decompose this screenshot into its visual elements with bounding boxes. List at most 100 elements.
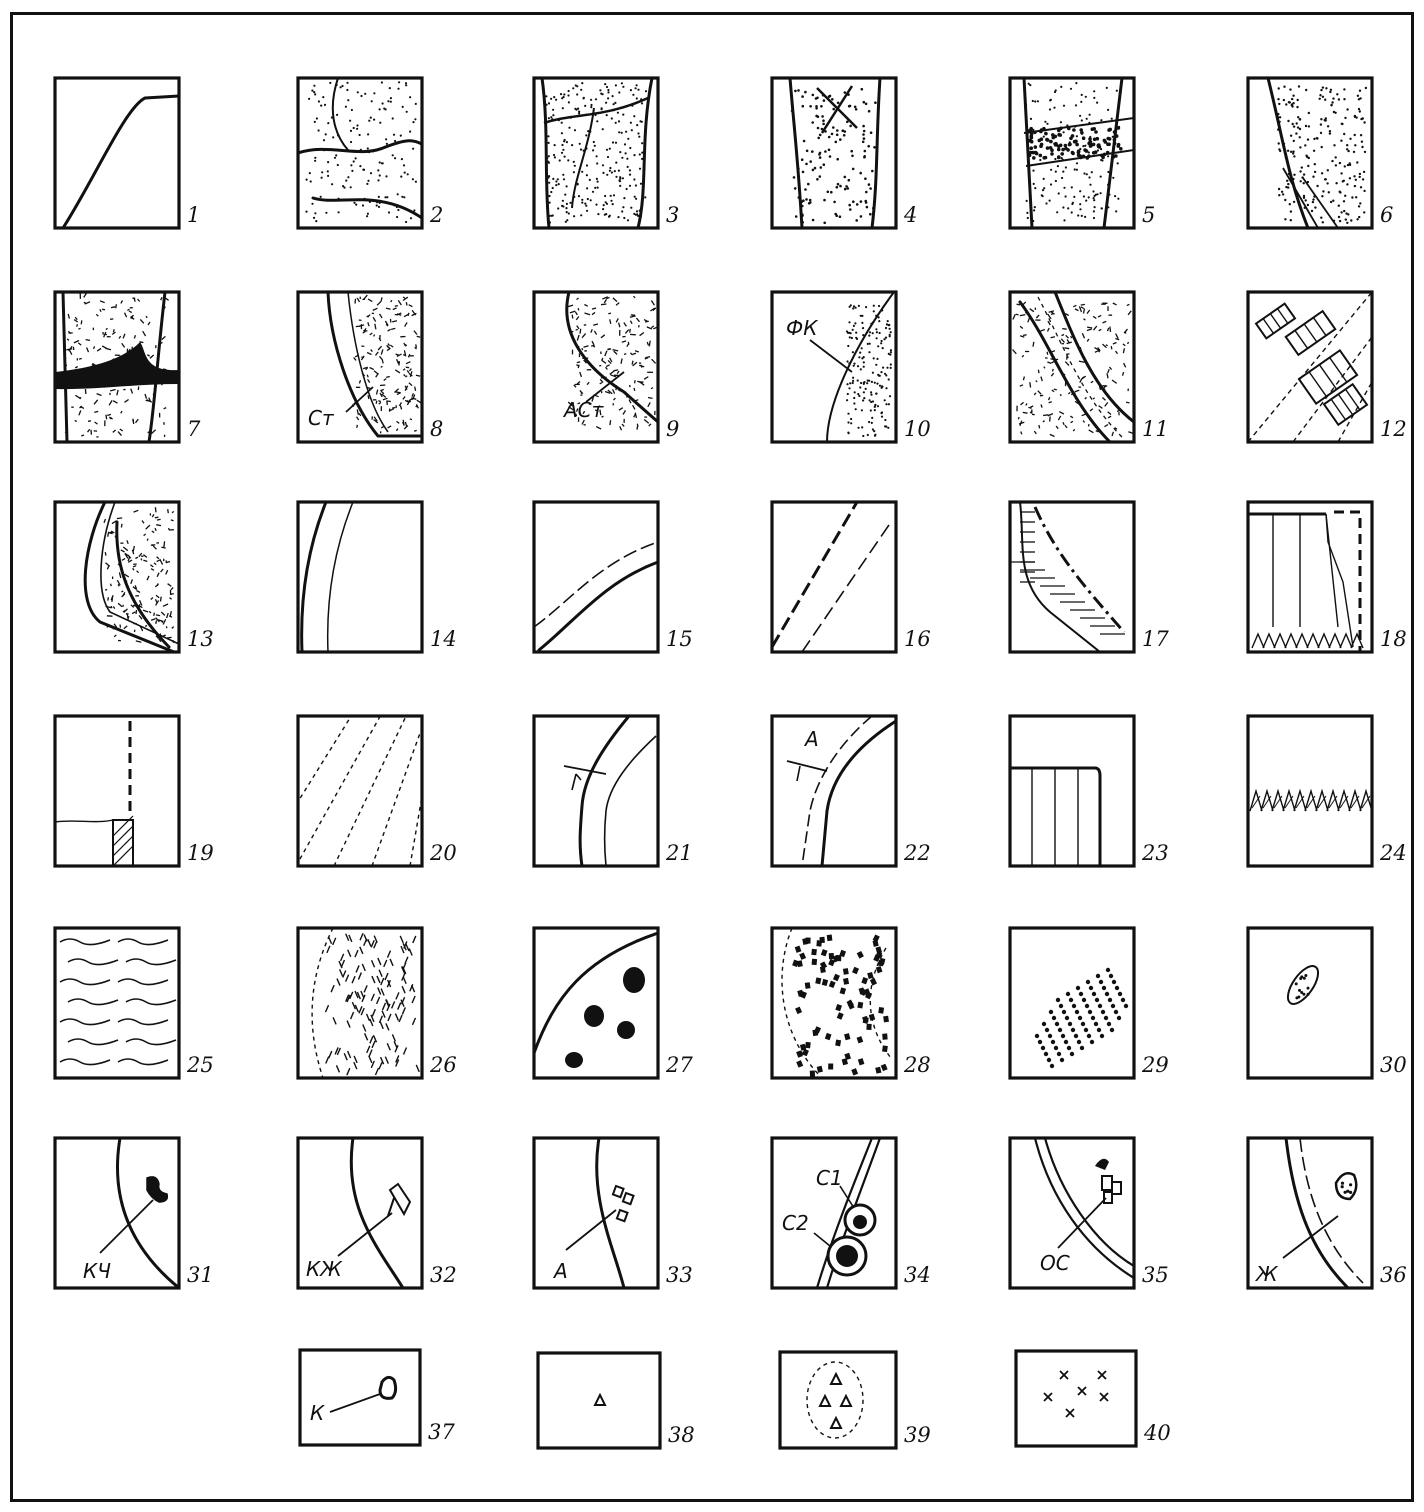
- legend-symbol-9: 9 АСт: [534, 292, 679, 442]
- symbol-label: А: [552, 1259, 568, 1283]
- legend-symbol-14: 14: [298, 502, 457, 652]
- legend-symbol-8: 8Ст: [298, 292, 443, 442]
- symbol-box: [1248, 928, 1372, 1078]
- legend-symbol-38: 38: [538, 1353, 695, 1448]
- legend-symbol-22: 22 А: [772, 716, 931, 866]
- legend-symbol-2: 2: [298, 78, 443, 228]
- symbol-number: 20: [429, 841, 457, 865]
- symbol-number: 24: [1379, 841, 1407, 865]
- legend-symbol-11: 11: [1010, 292, 1169, 442]
- legend-symbol-33: 33 А: [534, 1138, 693, 1288]
- legend-symbol-18: 18: [1248, 502, 1407, 652]
- legend-symbol-17: 17: [1010, 502, 1169, 652]
- symbol-box: [298, 716, 422, 866]
- symbol-label: КЧ: [83, 1259, 111, 1283]
- symbol-number: 33: [666, 1263, 693, 1287]
- symbol-number: 35: [1142, 1263, 1169, 1287]
- symbol-box: [1010, 716, 1134, 866]
- legend-symbol-16: 16: [772, 502, 931, 652]
- symbol-box: [538, 1353, 660, 1448]
- symbol-number: 32: [430, 1263, 457, 1287]
- symbol-number: 12: [1380, 417, 1407, 441]
- symbol-number: 34: [904, 1263, 931, 1287]
- symbol-box: [1248, 78, 1372, 228]
- symbol-box: [55, 928, 179, 1078]
- symbol-box: [1248, 502, 1372, 652]
- legend-symbol-27: 27: [534, 928, 693, 1078]
- symbol-box: [534, 928, 658, 1078]
- symbol-number: 1: [187, 203, 200, 227]
- symbol-label: А: [803, 727, 819, 751]
- symbol-box: [300, 1350, 420, 1445]
- legend-symbol-26: 26: [298, 928, 457, 1078]
- symbol-number: 5: [1142, 203, 1155, 227]
- symbol-label: ОС: [1040, 1251, 1070, 1275]
- symbol-box: [534, 502, 658, 652]
- symbol-label: К: [310, 1401, 325, 1425]
- symbol-number: 15: [666, 627, 693, 651]
- symbol-number: 37: [428, 1420, 455, 1444]
- legend-symbol-7: 7: [55, 292, 201, 442]
- symbol-box: [772, 716, 896, 866]
- symbol-number: 25: [186, 1053, 214, 1077]
- symbol-number: 36: [1380, 1263, 1407, 1287]
- legend-symbol-19: 19: [55, 716, 214, 866]
- legend-symbol-12: 12: [1248, 292, 1407, 442]
- symbol-number: 21: [665, 841, 693, 865]
- legend-symbol-13: 13: [55, 502, 214, 652]
- legend-symbol-21: 21: [534, 716, 693, 866]
- symbol-label: ФК: [786, 316, 818, 340]
- symbol-number: 14: [430, 627, 457, 651]
- symbol-number: 13: [187, 627, 214, 651]
- symbol-number: 22: [903, 841, 931, 865]
- legend-symbol-24: 24: [1248, 716, 1407, 866]
- symbol-label-2: С2: [782, 1211, 809, 1235]
- symbol-number: 16: [904, 627, 931, 651]
- legend-symbol-3: 3: [534, 78, 679, 228]
- legend-symbol-36: 36 Ж: [1248, 1138, 1407, 1288]
- symbol-number: 11: [1142, 417, 1169, 441]
- legend-symbol-30: 30: [1248, 928, 1407, 1078]
- symbol-number: 39: [904, 1423, 931, 1447]
- legend-symbol-29: 29: [1010, 928, 1169, 1078]
- legend-symbol-1: 1: [55, 78, 200, 228]
- symbol-box: [55, 78, 179, 228]
- symbol-number: 19: [187, 841, 214, 865]
- symbol-number: 23: [1141, 841, 1169, 865]
- symbol-label: Ж: [1254, 1262, 1279, 1286]
- legend-symbol-5: 5: [1010, 78, 1155, 228]
- legend-symbol-39: 39: [780, 1352, 931, 1448]
- symbol-number: 2: [429, 203, 443, 227]
- legend-symbol-40: 40: [1016, 1351, 1171, 1446]
- symbol-number: 18: [1380, 627, 1407, 651]
- legend-symbol-28: 28: [772, 928, 931, 1078]
- symbol-label: С1: [816, 1166, 843, 1190]
- symbol-box: [1016, 1351, 1136, 1446]
- symbol-number: 9: [666, 417, 679, 441]
- symbol-label: АСт: [562, 398, 605, 422]
- legend-symbol-15: 15: [534, 502, 693, 652]
- symbol-label: КЖ: [306, 1257, 343, 1281]
- symbol-number: 28: [903, 1053, 931, 1077]
- symbol-number: 3: [666, 203, 679, 227]
- symbol-number: 6: [1380, 203, 1393, 227]
- legend-symbol-6: 6: [1248, 78, 1393, 228]
- symbol-number: 4: [903, 203, 917, 227]
- symbol-number: 38: [668, 1423, 695, 1447]
- legend-symbol-10: 10 ФК: [772, 292, 931, 442]
- symbol-number: 10: [904, 417, 931, 441]
- legend-symbol-23: 23: [1010, 716, 1169, 866]
- legend-symbol-32: 32 КЖ: [298, 1138, 457, 1288]
- symbol-number: 8: [430, 417, 443, 441]
- legend-symbol-37: 37 К: [300, 1350, 455, 1445]
- symbol-number: 7: [187, 417, 201, 441]
- symbol-box: [772, 502, 896, 652]
- symbol-number: 27: [665, 1053, 693, 1077]
- symbol-number: 29: [1141, 1053, 1169, 1077]
- symbol-number: 26: [429, 1053, 457, 1077]
- symbol-box: [780, 1352, 896, 1448]
- legend-symbol-25: 25: [55, 928, 214, 1078]
- legend-symbol-35: 35 ОС: [1010, 1138, 1169, 1288]
